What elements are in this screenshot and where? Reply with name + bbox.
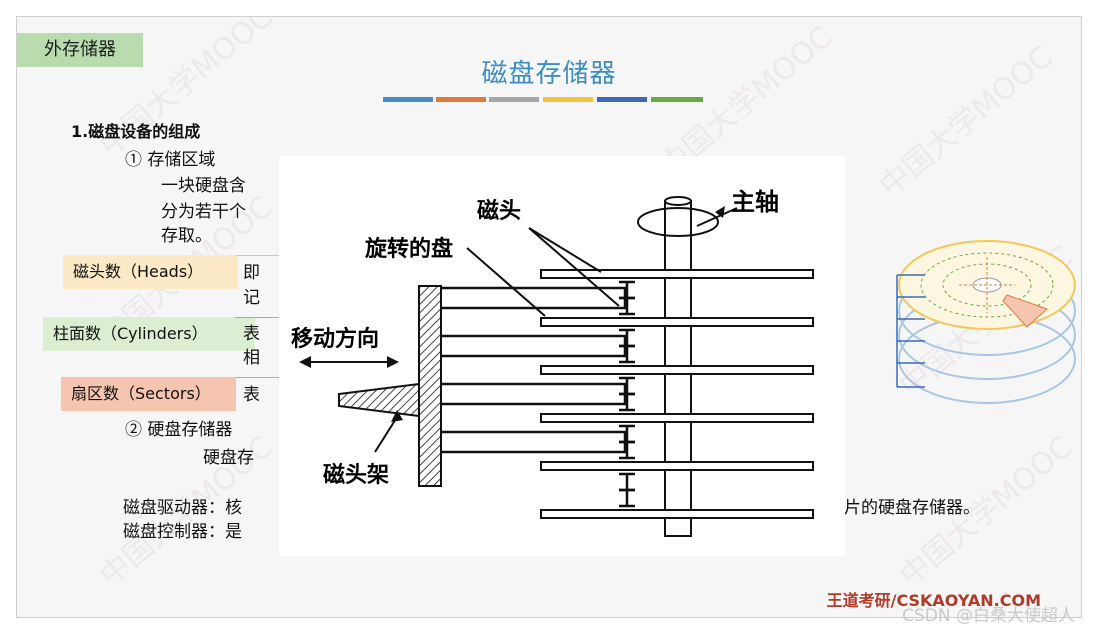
read-write-head — [619, 376, 635, 396]
read-write-head — [619, 296, 635, 316]
slide-title: 磁盘存储器 — [481, 59, 617, 89]
underline-bar — [597, 97, 647, 102]
direction-arrowheads — [299, 356, 399, 368]
sectors-label: 扇区数（Sectors） — [61, 377, 236, 411]
arm-group — [441, 280, 635, 508]
platter — [540, 461, 814, 471]
read-write-head — [619, 488, 635, 508]
read-write-head — [619, 328, 635, 348]
platter-leader — [466, 247, 546, 317]
read-write-head — [619, 280, 635, 300]
hard-disk-text: 硬盘存 — [203, 448, 254, 468]
sector-highlight — [1002, 294, 1048, 328]
item-storage-area: ① 存储区域 — [125, 150, 216, 170]
head-leader — [528, 227, 620, 307]
label-arm: 磁头架 — [323, 462, 389, 488]
csdn-watermark: CSDN @白桑大使超人 — [902, 606, 1075, 626]
disk-mechanism-figure: 磁头 主轴 旋转的盘 移动方向 磁头架 — [279, 156, 845, 556]
label-spindle: 主轴 — [731, 187, 779, 216]
cylinders-text: 表 — [243, 324, 260, 344]
paragraph-line: 存取。 — [161, 226, 212, 246]
sector-divider — [959, 257, 1015, 313]
label-head: 磁头 — [477, 198, 521, 224]
spindle-top — [664, 196, 692, 206]
platter — [540, 269, 814, 279]
heads-label: 磁头数（Heads） — [63, 255, 238, 289]
controller-text: 磁盘控制器：是 — [123, 522, 242, 542]
section-heading: 1.磁盘设备的组成 — [71, 122, 201, 141]
underline-bar — [543, 97, 593, 102]
label-direction: 移动方向 — [291, 326, 379, 352]
section-tag: 外存储器 — [17, 33, 143, 67]
read-write-head — [619, 424, 635, 444]
platter — [540, 413, 814, 423]
cylinders-label: 柱面数（Cylinders） — [43, 317, 255, 351]
arm-handle — [338, 382, 420, 418]
label-platter: 旋转的盘 — [365, 236, 453, 262]
drive-text: 磁盘驱动器：核 — [123, 498, 242, 518]
arm-frame — [418, 285, 442, 487]
heads-text: 即 — [243, 263, 260, 283]
platter-group — [540, 269, 814, 519]
head-arm-lines — [896, 274, 925, 388]
head-leader — [528, 227, 602, 273]
underline-bar — [383, 97, 433, 102]
platter — [540, 317, 814, 327]
underline-bar — [651, 97, 703, 102]
spindle-leader — [696, 207, 738, 227]
brand-footer: 王道考研/CSKAOYAN.COM — [826, 591, 1041, 610]
underline-bar — [436, 97, 486, 102]
head-arm — [441, 430, 627, 454]
track-ring — [920, 252, 1054, 318]
read-write-head — [619, 472, 635, 492]
cylinders-text: 相 — [243, 348, 260, 368]
slide: 中国大学MOOC 中国大学MOOC 中国大学MOOC 中国大学MOOC 中国大学… — [16, 16, 1082, 618]
read-write-head — [619, 392, 635, 412]
head-arm — [441, 382, 627, 406]
underline-bar — [489, 97, 539, 102]
head-arm — [441, 334, 627, 358]
platter — [540, 365, 814, 375]
read-write-head — [619, 344, 635, 364]
heads-text: 记 — [243, 288, 260, 308]
drive-text-right: 盘片的硬盘存储器。 — [827, 498, 980, 518]
sectors-text: 表 — [243, 385, 260, 405]
arm-leader-arrowhead — [391, 410, 403, 422]
read-write-head — [619, 440, 635, 460]
item-hard-disk: ② 硬盘存储器 — [125, 420, 233, 440]
disk-platter-diagram — [896, 240, 1076, 404]
mechanism-drawing: 磁头 主轴 旋转的盘 移动方向 磁头架 — [291, 187, 814, 537]
rotation-arrow — [637, 207, 719, 237]
paragraph-line: 一块硬盘含 — [161, 176, 246, 196]
platter — [540, 509, 814, 519]
paragraph-line: 分为若干个 — [161, 202, 246, 222]
